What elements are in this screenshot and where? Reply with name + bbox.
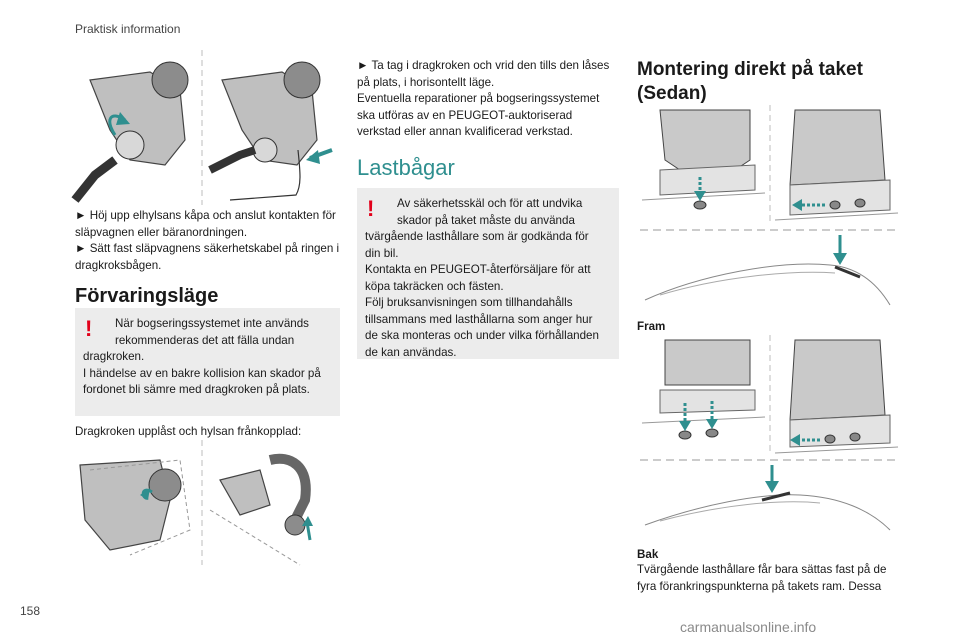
heading-load-bars: Lastbågar xyxy=(357,155,455,180)
page-number: 158 xyxy=(20,604,41,618)
tow-hook-storage-illustration xyxy=(79,440,313,566)
instruction-repairs: Eventuella reparationer på bogseringssys… xyxy=(357,92,600,138)
tow-hook-connect-illustration xyxy=(71,50,333,205)
instruction-safety-cable: ► Sätt fast släpvagnens säkerhetskabel p… xyxy=(75,242,340,272)
heading-roof-mounting: Montering direkt på taket (Sedan) xyxy=(637,59,863,104)
roof-mounting-text: Tvärgående lasthållare får bara sättas f… xyxy=(637,563,887,593)
caption-rear: Bak xyxy=(637,548,659,561)
watermark: carmanualsonline.info xyxy=(680,619,817,635)
warning-exclamation-icon: ! xyxy=(367,196,375,221)
storage-description: Dragkroken upplåst och hylsan frånkoppla… xyxy=(75,425,302,438)
roof-rear-mounting-illustration xyxy=(640,335,900,531)
page-header: Praktisk information xyxy=(75,22,181,36)
instruction-connect: ► Höj upp elhylsans kåpa och anslut kont… xyxy=(75,209,336,239)
roof-front-mounting-illustration xyxy=(640,105,900,306)
heading-storage-mode: Förvaringsläge xyxy=(75,285,219,307)
warning-exclamation-icon: ! xyxy=(85,316,93,341)
caption-front: Fram xyxy=(637,320,666,333)
instruction-rotate-hook: ► Ta tag i dragkroken och vrid den tills… xyxy=(357,59,610,89)
warning-box-load-bars: ! Av säkerhetsskäl och för att undvika s… xyxy=(357,188,619,359)
warning-box-storage: ! När bogseringssystemet inte används re… xyxy=(75,308,340,416)
